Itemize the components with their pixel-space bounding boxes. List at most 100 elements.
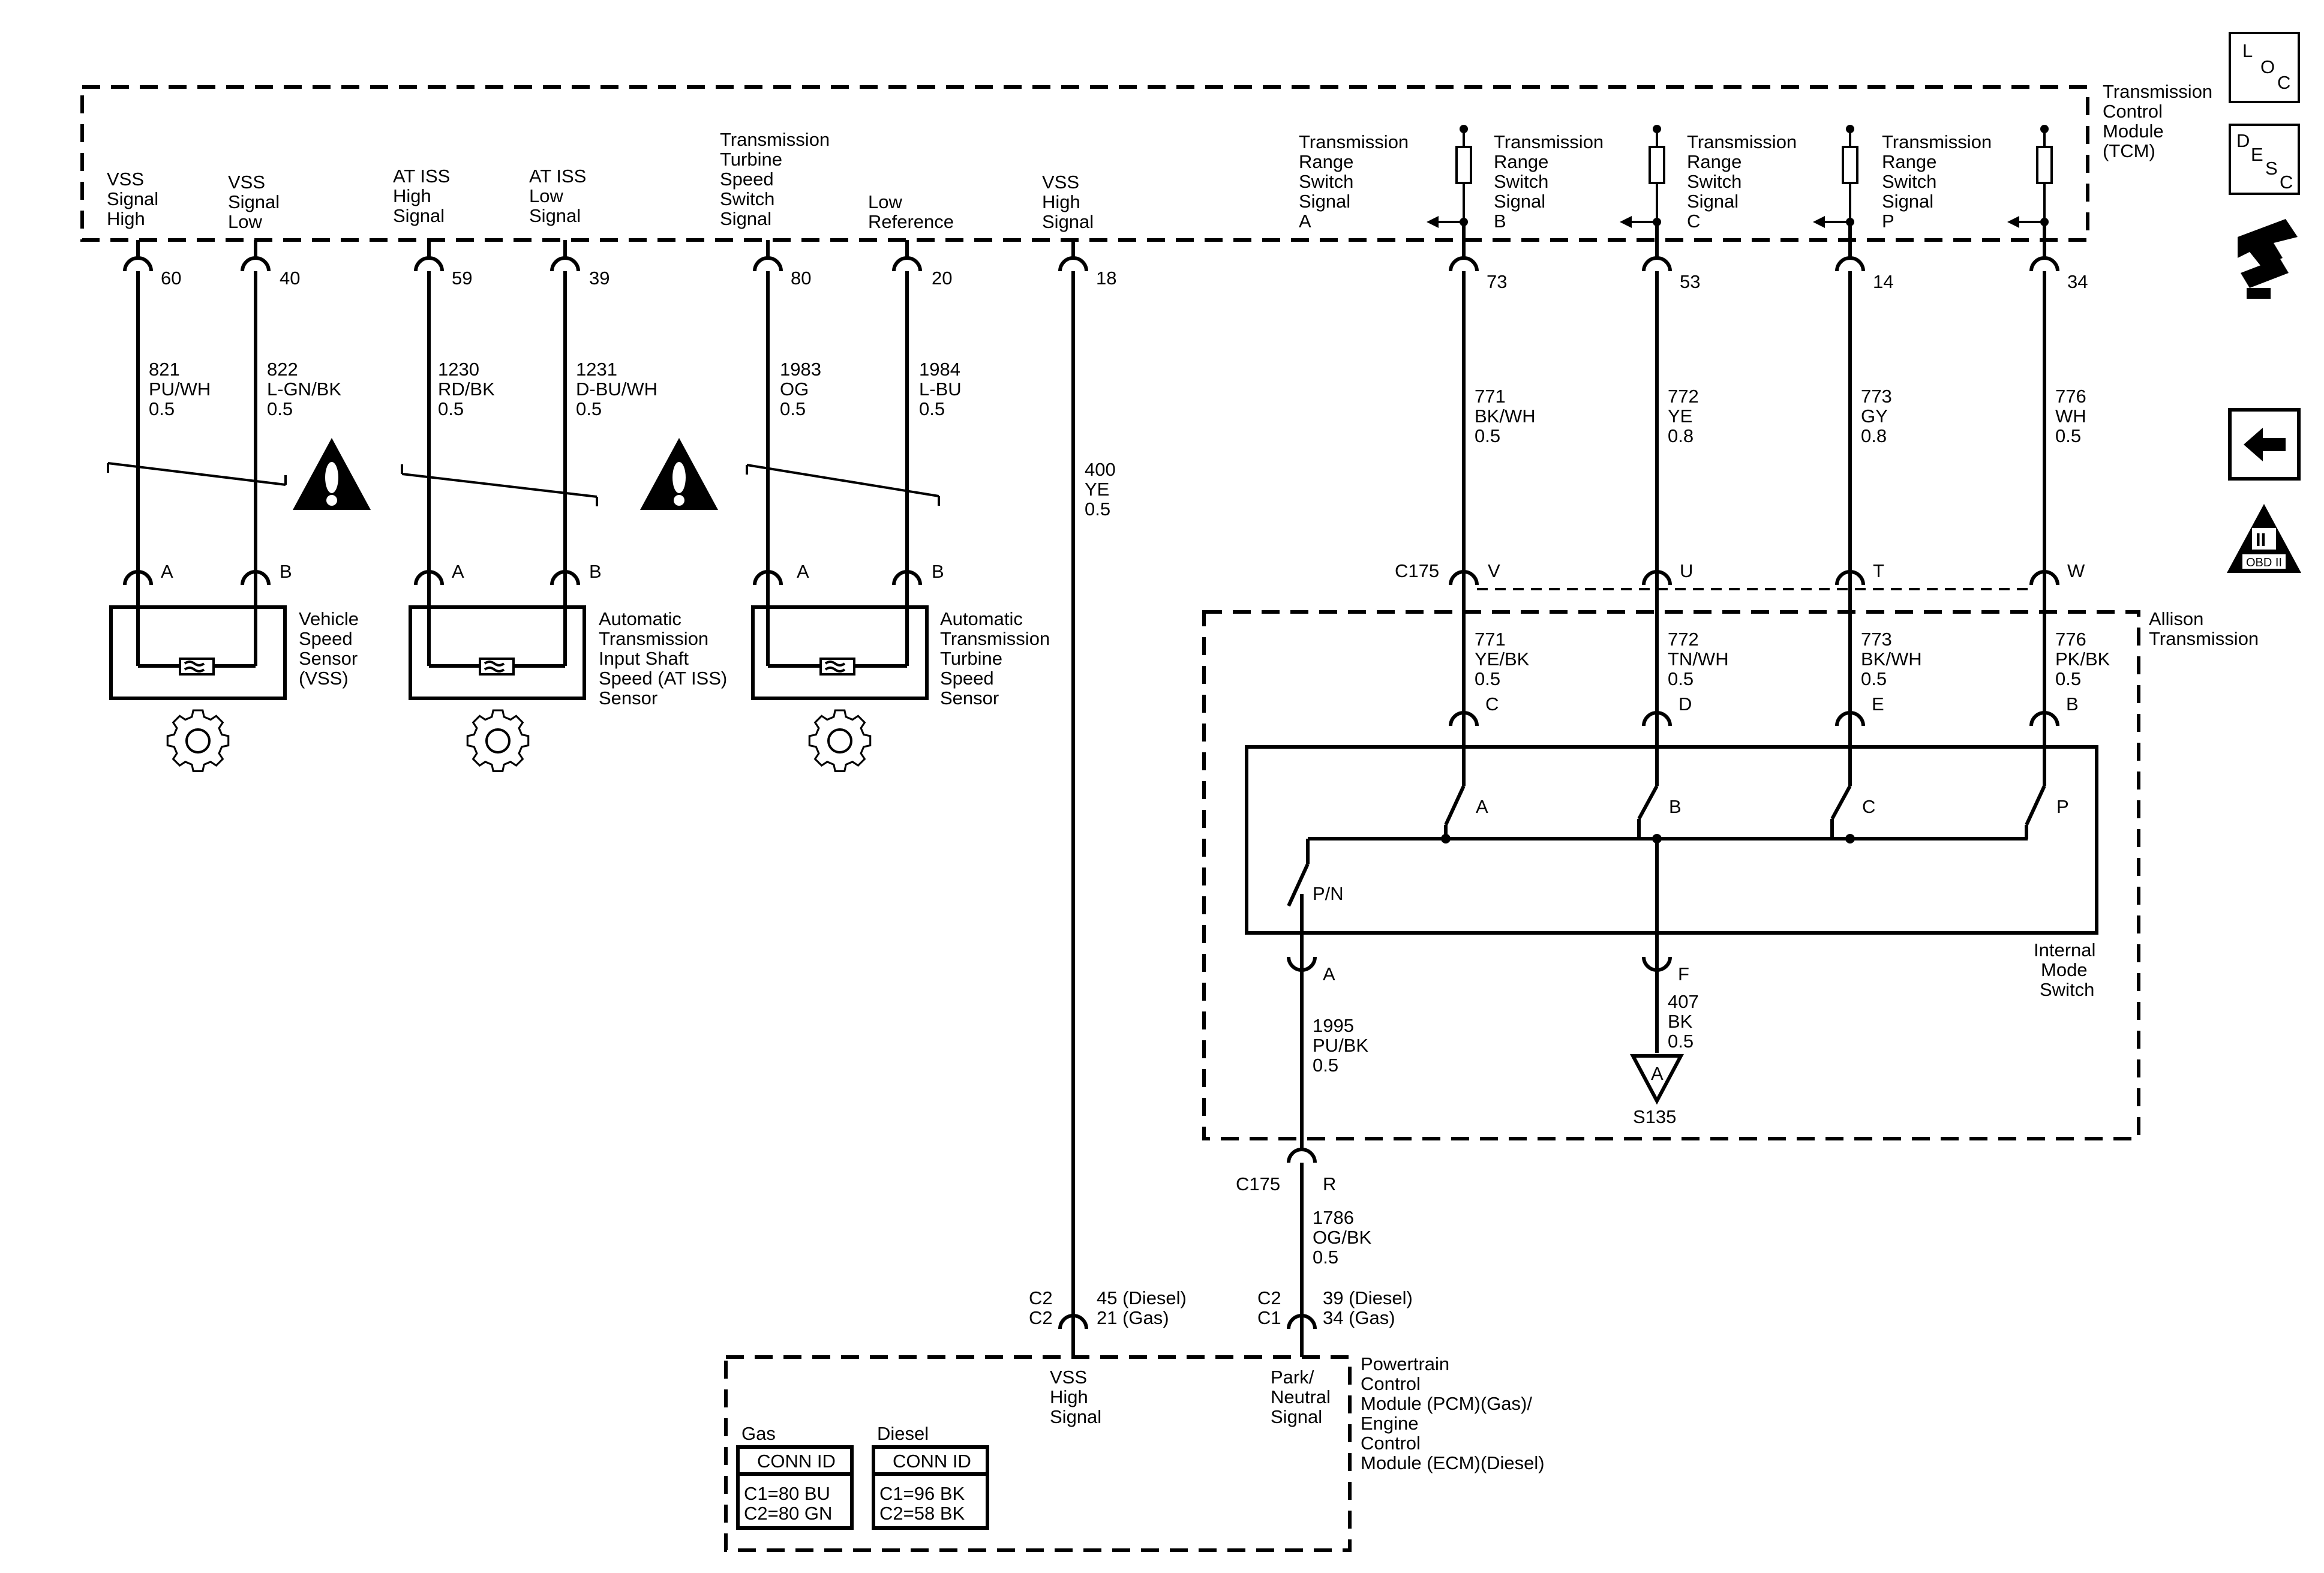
svg-text:Diesel: Diesel (877, 1423, 929, 1444)
svg-text:C175: C175 (1395, 560, 1439, 581)
svg-text:L: L (2242, 40, 2253, 61)
svg-text:P/N: P/N (1313, 883, 1344, 904)
diesel-conn-id-table: Diesel CONN ID C1=96 BK C2=58 BK (872, 1423, 989, 1530)
back-arrow-icon[interactable] (2228, 408, 2301, 481)
svg-text:T: T (1873, 560, 1884, 581)
svg-text:0.5: 0.5 (1668, 668, 1694, 689)
svg-text:772: 772 (1668, 629, 1699, 650)
svg-text:Switch: Switch (1882, 171, 1936, 192)
caution-icon (640, 438, 718, 510)
svg-text:Signal: Signal (529, 205, 581, 226)
svg-text:C: C (1687, 211, 1700, 232)
svg-text:C2=58 BK: C2=58 BK (879, 1503, 965, 1524)
allison-title-1: Allison (2149, 608, 2203, 629)
svg-text:1995: 1995 (1313, 1015, 1354, 1036)
svg-text:Transmission: Transmission (1494, 131, 1604, 152)
svg-text:A: A (1476, 796, 1488, 817)
svg-text:W: W (2067, 560, 2085, 581)
svg-text:Transmission: Transmission (1882, 131, 1992, 152)
svg-text:C2=80 GN: C2=80 GN (744, 1503, 832, 1524)
svg-text:Low: Low (228, 211, 262, 232)
svg-text:YE: YE (1668, 406, 1692, 427)
svg-text:VSS: VSS (1050, 1367, 1087, 1388)
svg-text:RD/BK: RD/BK (438, 379, 495, 400)
svg-text:Signal: Signal (1299, 191, 1350, 212)
svg-text:B: B (1494, 211, 1506, 232)
svg-text:U: U (1680, 560, 1693, 581)
svg-text:E: E (1872, 694, 1884, 715)
ims-outputs: A F 1995 PU/BK 0.5 407 BK 0.5 (1287, 956, 1699, 1149)
svg-text:39 (Diesel): 39 (Diesel) (1323, 1287, 1413, 1308)
svg-text:YE/BK: YE/BK (1475, 649, 1530, 670)
internal-mode-switch-box (1245, 745, 2098, 935)
svg-text:Signal: Signal (228, 191, 280, 212)
svg-text:Range: Range (1882, 151, 1936, 172)
caution-icon (293, 438, 371, 510)
svg-text:D: D (1679, 694, 1692, 715)
svg-text:Speed (AT ISS): Speed (AT ISS) (599, 668, 727, 689)
svg-text:Range: Range (1687, 151, 1742, 172)
gear-icon (466, 709, 530, 772)
svg-text:0.5: 0.5 (1475, 668, 1500, 689)
svg-text:Automatic: Automatic (940, 608, 1023, 629)
svg-text:0.5: 0.5 (919, 398, 945, 419)
svg-text:34 (Gas): 34 (Gas) (1323, 1307, 1395, 1328)
svg-text:C2: C2 (1029, 1287, 1053, 1308)
svg-text:Turbine: Turbine (720, 149, 782, 170)
svg-text:772: 772 (1668, 386, 1699, 407)
loc-icon[interactable]: L O C (2229, 32, 2300, 103)
svg-text:F: F (1678, 963, 1689, 984)
svg-text:0.5: 0.5 (1313, 1247, 1338, 1268)
svg-text:0.5: 0.5 (438, 398, 464, 419)
svg-text:Vehicle: Vehicle (299, 608, 359, 629)
svg-text:0.5: 0.5 (2055, 668, 2081, 689)
gas-conn-id-table: Gas CONN ID C1=80 BU C2=80 GN (736, 1423, 854, 1530)
svg-text:771: 771 (1475, 629, 1506, 650)
svg-text:C1: C1 (1257, 1307, 1281, 1328)
svg-text:Automatic: Automatic (599, 608, 681, 629)
svg-text:Signal: Signal (393, 205, 445, 226)
svg-text:BK: BK (1668, 1011, 1693, 1032)
svg-text:High: High (1042, 191, 1080, 212)
svg-text:A: A (1323, 963, 1335, 984)
sensor-wires (107, 271, 940, 585)
svg-text:Control: Control (1361, 1433, 1421, 1454)
svg-text:Signal: Signal (720, 208, 771, 229)
tcm-box (80, 85, 2089, 242)
svg-text:C1=80 BU: C1=80 BU (744, 1483, 830, 1504)
svg-text:Switch: Switch (720, 188, 774, 209)
svg-text:L-BU: L-BU (919, 379, 962, 400)
svg-text:P: P (2056, 796, 2069, 817)
svg-text:776: 776 (2055, 386, 2086, 407)
connector-end-view-icon[interactable] (2238, 219, 2298, 299)
range-switch-wires: 771 BK/WH 0.5 772 YE 0.8 773 GY 0.8 776 … (1462, 271, 2086, 585)
svg-text:II: II (2256, 529, 2266, 550)
allison-box (1202, 610, 2140, 1140)
svg-text:TN/WH: TN/WH (1668, 649, 1729, 670)
svg-text:C: C (2280, 172, 2293, 193)
svg-text:Input Shaft: Input Shaft (599, 648, 689, 669)
svg-text:A: A (452, 561, 464, 582)
svg-text:S: S (2265, 158, 2278, 179)
svg-text:0.5: 0.5 (1475, 425, 1500, 446)
svg-text:Turbine: Turbine (940, 648, 1002, 669)
svg-text:1786: 1786 (1313, 1207, 1354, 1228)
svg-text:18: 18 (1096, 268, 1116, 289)
svg-text:OBD II: OBD II (2246, 556, 2282, 569)
svg-text:VSS: VSS (228, 172, 265, 193)
svg-text:CONN ID: CONN ID (893, 1451, 971, 1472)
svg-text:A: A (1651, 1063, 1664, 1084)
svg-text:40: 40 (280, 268, 300, 289)
svg-text:Range: Range (1299, 151, 1353, 172)
vss-sensor: Vehicle Speed Sensor (VSS) (109, 585, 359, 700)
svg-text:Signal: Signal (1042, 211, 1094, 232)
svg-text:Transmission: Transmission (720, 129, 830, 150)
desc-icon[interactable]: D E S C (2229, 124, 2300, 195)
svg-text:Signal: Signal (1687, 191, 1739, 212)
svg-text:Transmission: Transmission (940, 628, 1050, 649)
svg-text:1230: 1230 (438, 359, 479, 380)
svg-text:1983: 1983 (780, 359, 821, 380)
svg-text:C175: C175 (1236, 1173, 1280, 1194)
svg-text:A: A (797, 561, 809, 582)
svg-text:0.5: 0.5 (1861, 668, 1887, 689)
